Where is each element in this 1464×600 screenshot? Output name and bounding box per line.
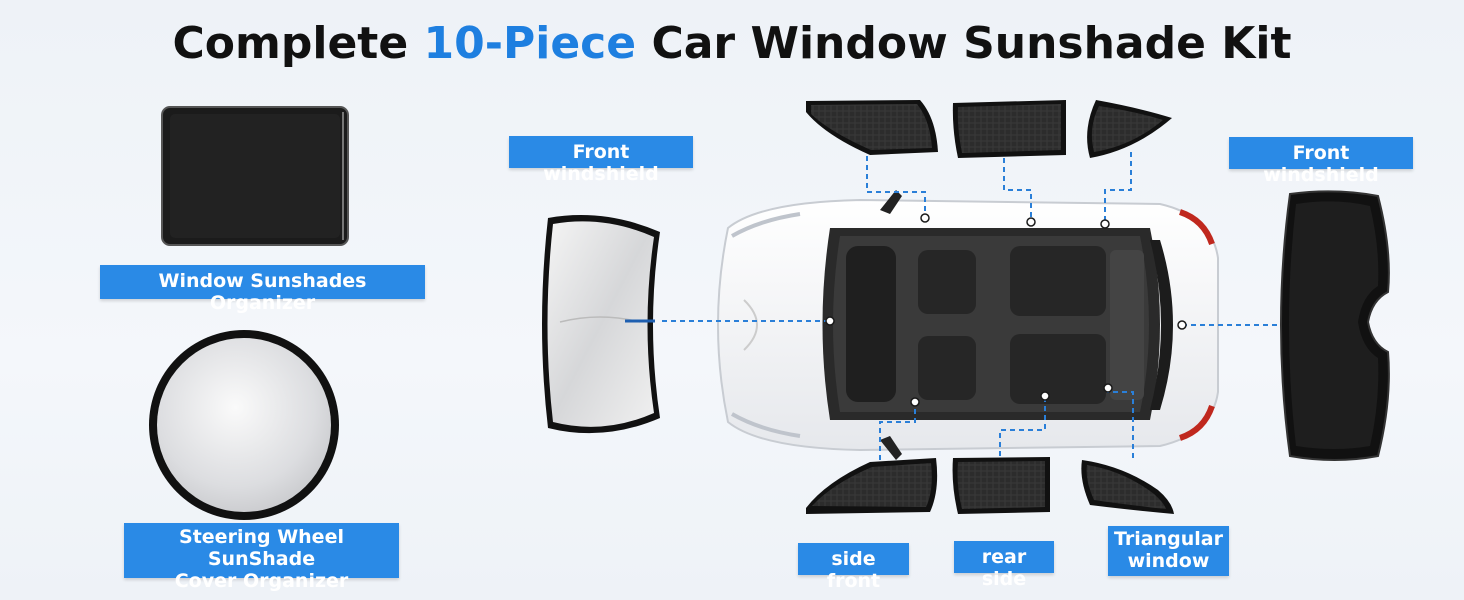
label-steering-organizer: Steering Wheel SunShade Cover Organizer xyxy=(124,523,399,592)
bottom-window-shades xyxy=(806,457,1174,514)
label-triangular-line2: window xyxy=(1127,550,1210,572)
rear-windshield-shade xyxy=(1280,190,1390,461)
page-title: Complete 10-Piece Car Window Sunshade Ki… xyxy=(0,18,1464,69)
label-side-front: side front xyxy=(798,543,909,592)
organizer-bag xyxy=(161,106,349,246)
title-prefix: Complete xyxy=(172,18,409,69)
label-triangular-window: Triangular window xyxy=(1108,526,1229,576)
label-steering-line2: Cover Organizer xyxy=(174,570,349,592)
car-top-view xyxy=(717,190,1219,460)
front-windshield-shade xyxy=(542,215,660,434)
steering-wheel-cover xyxy=(149,330,339,520)
label-organizer: Window Sunshades Organizer xyxy=(100,265,425,314)
title-suffix: Car Window Sunshade Kit xyxy=(651,18,1292,69)
label-triangular-line1: Triangular xyxy=(1114,528,1223,550)
label-rear-side: rear side xyxy=(954,541,1054,590)
label-steering-line1: Steering Wheel SunShade xyxy=(179,526,344,570)
label-front-windshield-left: Front windshield xyxy=(509,136,693,185)
connector-dots xyxy=(825,213,1187,407)
label-front-windshield-right: Front windshield xyxy=(1229,137,1413,186)
title-highlight: 10-Piece xyxy=(423,18,637,69)
top-window-shades xyxy=(806,100,1172,158)
